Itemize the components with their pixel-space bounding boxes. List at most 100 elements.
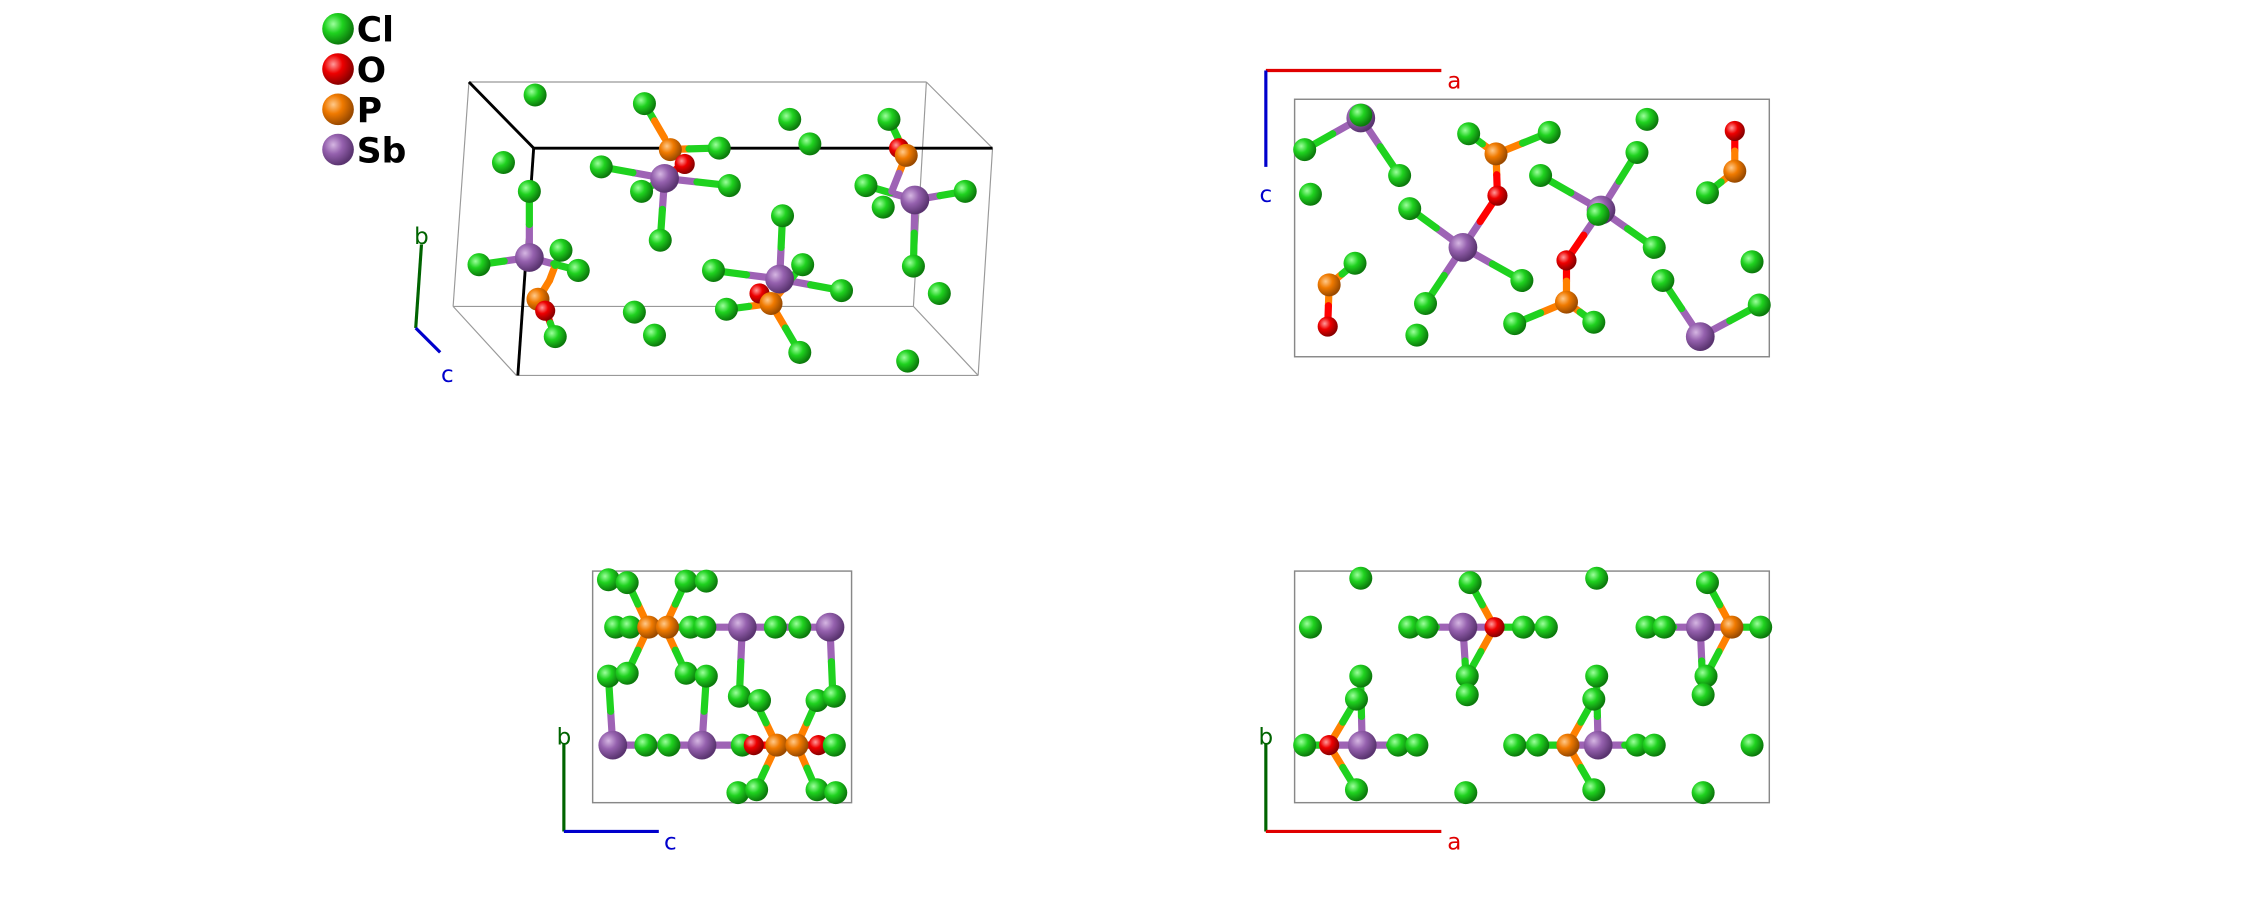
atom-cl [824,781,848,805]
atom-cl [1293,733,1317,757]
atom-cl [523,83,547,107]
atom-cl [693,615,717,639]
axis-label-a: a [1447,69,1461,95]
atom-cl [1349,103,1373,127]
atom-cl [1503,312,1527,336]
atom-sb [1685,322,1715,351]
atom-cl [1642,235,1666,259]
atom-cl [1458,571,1482,595]
atom-cl [791,253,815,277]
atom-o [674,153,695,175]
atom-cl [854,174,878,198]
atom-cl [1503,733,1527,757]
atom-cl [1625,140,1649,164]
atom-cl [1691,781,1715,805]
unit-cell-edge [977,148,994,376]
atom-cl [745,778,769,802]
atom-p [765,733,789,757]
axis-label-c: c [1260,182,1273,208]
atom-cl [1344,687,1368,711]
atom-cl [1582,778,1606,802]
legend-label: P [357,91,382,131]
atom-cl [717,174,741,198]
atom-sb [1583,730,1613,760]
axis-b: b [557,724,571,832]
atom-o [808,735,829,756]
atom-cl [805,778,829,802]
atom-cl [763,615,787,639]
atom-cl [1298,182,1322,206]
axis-b: b [414,224,429,329]
atom-cl [1534,615,1558,639]
atom-cl [726,781,750,805]
atom-cl [877,107,901,131]
axis-a: a [1265,829,1461,855]
atom-o [743,735,764,756]
atom-cl [1415,615,1439,639]
atom-p [658,138,682,162]
legend-label: Sb [357,132,407,172]
atom-cl [1388,163,1412,188]
atom-cl [829,279,854,303]
atom-cl [1349,566,1373,590]
atom-p [1484,142,1508,166]
atom-cl [1651,269,1675,293]
atom-cl [953,179,977,203]
bonds [1301,578,1765,794]
atom-cl [1585,664,1609,688]
atom-cl [1454,781,1478,805]
atom-sb [1448,612,1478,642]
atom-cl [642,323,667,347]
atom-cl [1695,181,1719,205]
atom-cl [1582,310,1606,334]
atom-sb [900,185,930,215]
unit-cell-axis-edge [467,80,535,150]
axis-line [414,326,442,354]
atom-cl [634,733,658,757]
atoms [467,83,977,373]
atom-cl [630,179,654,203]
atom-cl [657,733,681,757]
atom-cl [549,238,573,262]
atom-cl [927,281,951,305]
atom-cl [1457,122,1481,146]
atom-cl [1343,251,1367,275]
atom-cl [788,615,812,639]
axis-line [414,244,424,329]
cl-atom-icon [322,12,354,45]
atom-cl [694,569,718,593]
bond-half [540,276,554,294]
atoms [1293,566,1773,805]
atom-sb [765,264,795,294]
atom-p [1556,733,1580,757]
axis-label-b: b [1259,724,1274,750]
p-atom-icon [322,93,354,126]
bonds [604,577,837,795]
atom-cl [1344,778,1368,802]
view-along-b-panel: ac [1260,69,1771,358]
atom-p [655,615,679,639]
unit-cell-edge [925,81,993,149]
atom-p [1723,159,1747,183]
atom-sb [650,163,679,193]
legend-label: Cl [357,11,394,51]
atom-cl [1526,733,1550,757]
unit-cell-box [591,570,853,804]
axis-label-c: c [664,829,677,855]
atom-p [637,615,661,639]
atom-p [1554,290,1578,314]
atom-cl [1740,733,1764,757]
atom-cl [771,204,795,228]
atom-cl [822,684,846,708]
atom-cl [822,733,846,757]
atom-cl [871,195,895,219]
legend-item-p: P [322,91,382,131]
atom-o [1484,617,1505,638]
atoms [1293,103,1771,351]
atom-o [1724,120,1745,141]
axis-label-b: b [414,224,429,250]
atom-cl [707,136,731,160]
atom-cl [714,297,738,321]
atom-o [1556,250,1577,271]
